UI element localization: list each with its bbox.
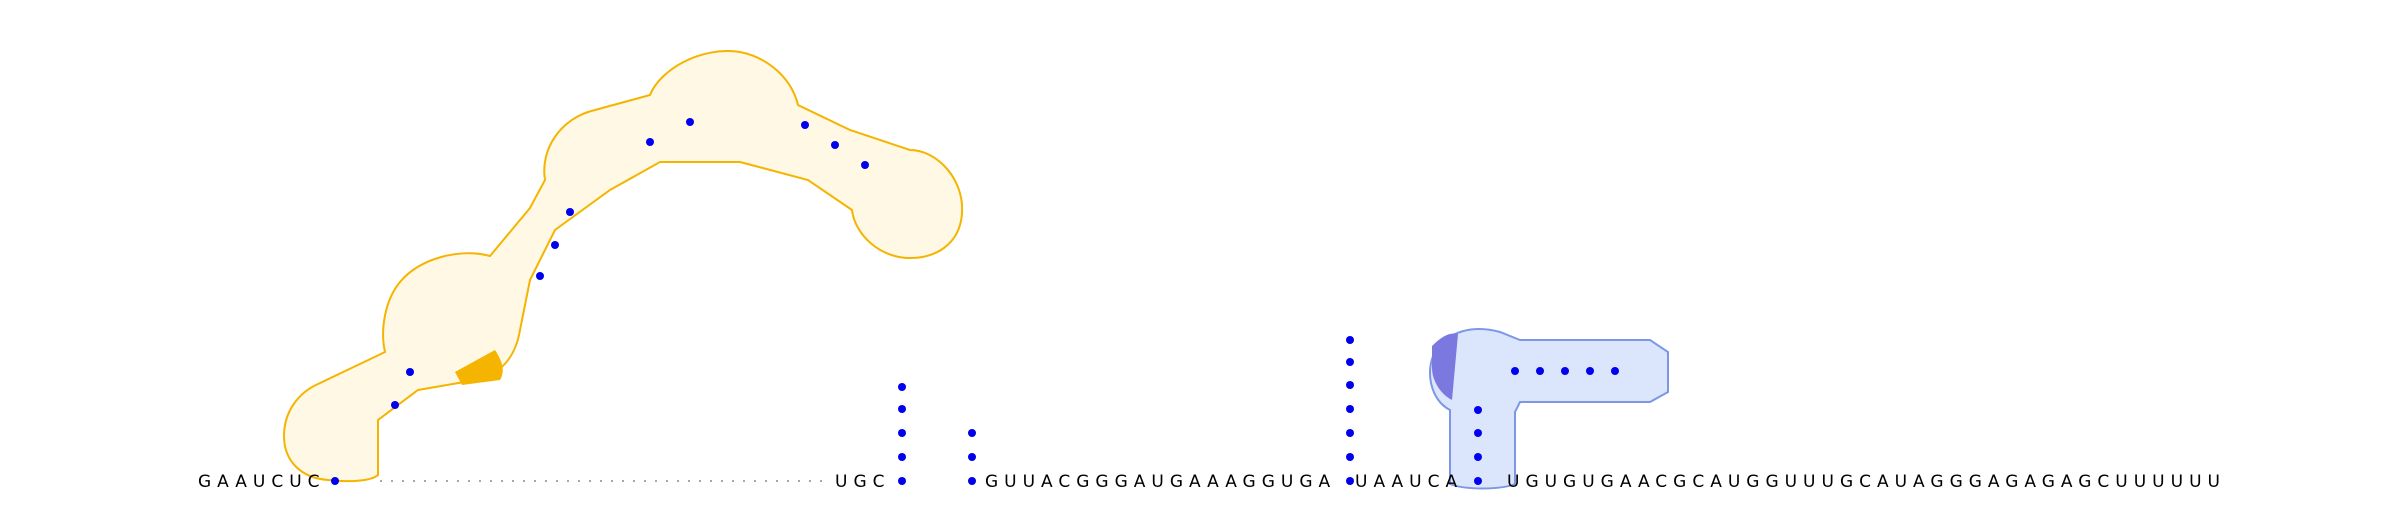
base-pair-dot xyxy=(1346,405,1354,413)
base-pair-dot xyxy=(551,241,559,249)
highlight-outline-yellow xyxy=(282,50,964,483)
base-pair-dot xyxy=(898,453,906,461)
base-pair-dot xyxy=(968,477,976,485)
base-pair-dot xyxy=(1346,336,1354,344)
base-pair-dot xyxy=(1346,358,1354,366)
base-pair-dot xyxy=(566,208,574,216)
base-pair-dot xyxy=(1346,381,1354,389)
base-pair-dot xyxy=(831,141,839,149)
base-pair-dot xyxy=(861,161,869,169)
base-pair-dot xyxy=(898,429,906,437)
base-pair-dot xyxy=(1536,367,1544,375)
linker-mid: GUUACGGGAUGAAAGGUGA xyxy=(985,472,1336,492)
base-pair-dot xyxy=(1561,367,1569,375)
base-pair-dot xyxy=(898,477,906,485)
base-pair-dot xyxy=(536,272,544,280)
base-pair-dot xyxy=(1474,429,1482,437)
base-pair-dot xyxy=(1474,453,1482,461)
base-pair-dot xyxy=(1346,429,1354,437)
highlight-segment-yellow xyxy=(455,350,503,385)
highlight-segment-blue xyxy=(1432,333,1458,400)
base-pair-dot xyxy=(1511,367,1519,375)
base-pair-dot xyxy=(898,405,906,413)
highlight-outline-blue xyxy=(1429,328,1669,490)
base-pair-dot xyxy=(406,368,414,376)
base-pair-dot xyxy=(1346,453,1354,461)
base-pair-dot xyxy=(646,138,654,146)
left-strand: GAAUCUC xyxy=(198,472,326,492)
linker-mid2: UAAUCA xyxy=(1355,472,1463,492)
base-pair-dot xyxy=(968,429,976,437)
base-pair-dot xyxy=(331,477,339,485)
base-pair-dot xyxy=(1474,477,1482,485)
base-pair-dot xyxy=(1474,406,1482,414)
right-strand: UGUGUGAACGCAUGGUUUGCAUAGGGAGAGAGCUUUUUU xyxy=(1507,472,2226,492)
base-pair-dot xyxy=(1611,367,1619,375)
base-pair-dot xyxy=(391,401,399,409)
base-pair-dot xyxy=(686,118,694,126)
base-pair-dot xyxy=(801,121,809,129)
base-pair-dot xyxy=(968,453,976,461)
base-pair-dot xyxy=(1586,367,1594,375)
gap-end-segment: UGC xyxy=(835,472,891,492)
base-pair-dot xyxy=(1346,477,1354,485)
base-pair-dot xyxy=(898,383,906,391)
